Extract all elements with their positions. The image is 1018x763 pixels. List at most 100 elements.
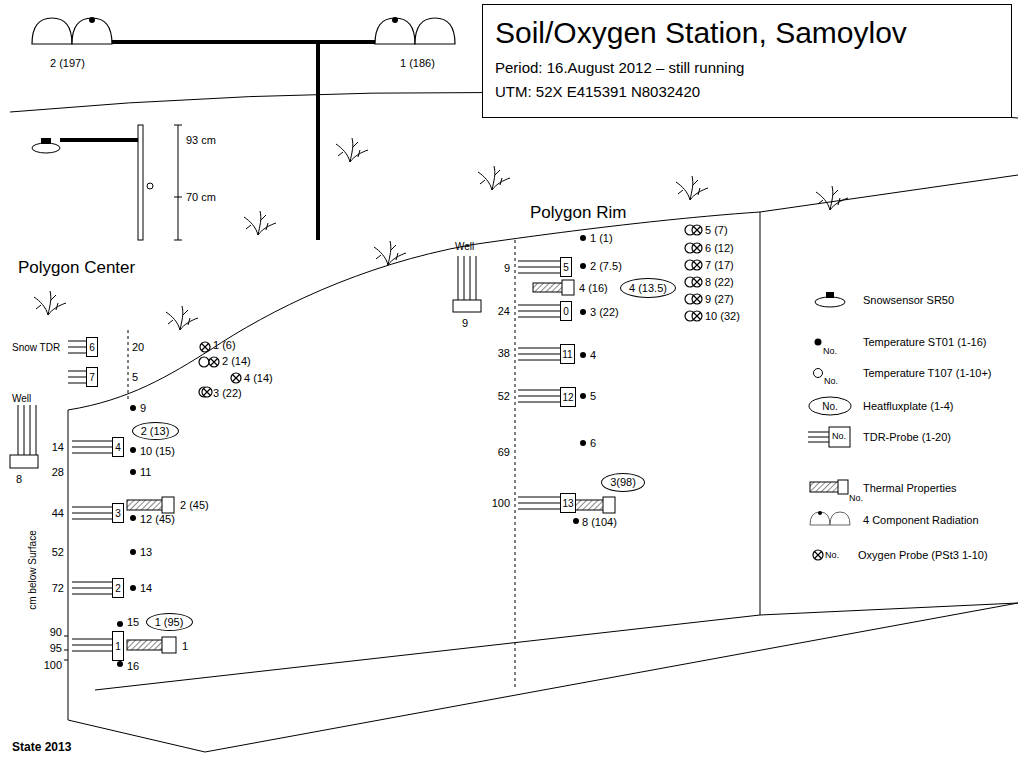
heatflux-plate: 1 (95) [146,613,193,631]
callout-number: 9 (27) [705,293,734,305]
well-label: Well [12,393,31,404]
legend-text: TDR-Probe (1-20) [863,431,951,443]
callout-number: 8 (22) [705,276,734,288]
callout-number: 90 [50,626,62,638]
probe-number: 13 [562,498,573,509]
callout-number: 4 (16) [579,282,608,294]
callout-number: 8 (104) [582,516,617,528]
legend-text: Snowsensor SR50 [863,294,954,306]
tdr-probe-box: 0 [560,301,572,321]
legend-text: 4 Component Radiation [863,514,979,526]
legend-text: Oxygen Probe (PSt3 1-10) [858,549,988,561]
callout-number: 14 [140,582,152,594]
callout-number: Well [455,241,474,252]
callout-number: 100 [44,659,62,671]
tdr-probe-box: 11 [560,344,575,364]
height-label: 70 cm [186,191,216,203]
tdr-probe-box: 12 [560,387,576,407]
callout-number: 10 (15) [140,445,175,457]
probe-number: 1 [115,641,121,652]
callout-number: 15 [127,616,139,628]
axis-label: cm below Surface [27,530,38,609]
plate-number: 3(98) [610,476,636,488]
callout-number: 7 (17) [705,259,734,271]
callout-number: 5 (7) [705,224,728,236]
callout-number: 3 (22) [213,387,242,399]
callout-number: 2 (14) [222,355,251,367]
radiation-number: 2 (197) [50,57,85,69]
probe-number: 0 [563,306,569,317]
heatflux-plate: 2 (13) [132,422,179,440]
callout-number: 4 [590,349,596,361]
tdr-probe-box: 1 [112,631,124,661]
info-text: UTM: 52X E415391 N8032420 [495,83,999,101]
tdr-probe-box: 13 [560,493,576,513]
legend-number-mark: No. [832,432,846,442]
callout-number: 100 [492,497,510,509]
title-box: Soil/Oxygen Station, SamoylovPeriod: 16.… [482,4,1012,118]
callout-number: 12 (45) [140,513,175,525]
plate-number: 2 (13) [141,425,170,437]
legend-number-mark: No. [825,551,839,561]
legend-number-mark: No. [822,401,838,412]
tdr-probe-box: 6 [86,337,98,357]
callout-number: 44 [52,507,64,519]
plate-number: 4 (13.5) [629,282,667,294]
callout-number: 52 [52,546,64,558]
legend-number-mark: No. [824,377,838,387]
heatflux-plate: 3(98) [601,473,645,492]
well-number: 8 [16,473,22,485]
callout-number: 24 [498,305,510,317]
legend-number-mark: No. [823,347,837,357]
radiation-number: 1 (186) [400,57,435,69]
tdr-probe-box: 7 [86,367,98,387]
probe-number: 3 [115,508,121,519]
tdr-probe-box: 4 [112,437,124,457]
legend-text: Heatfluxplate (1-4) [863,400,954,412]
probe-number: 5 [563,262,569,273]
callout-number: 1 [182,640,188,652]
callout-number: 72 [52,582,64,594]
legend-number-mark: No. [849,494,863,504]
callout-number: 6 [590,437,596,449]
callout-number: 1 (1) [590,232,613,244]
callout-number: 2 (7.5) [590,260,622,272]
callout-number: 1 (6) [213,339,236,351]
callout-number: 13 [140,546,152,558]
legend-text: Temperature T107 (1-10+) [863,367,992,379]
callout-number: 11 [140,466,151,478]
callout-number: 14 [52,441,64,453]
probe-number: 6 [89,342,95,353]
callout-number: 10 (32) [705,310,740,322]
callout-number: 4 (14) [244,372,273,384]
callout-number: 2 (45) [180,499,209,511]
title-text: Soil/Oxygen Station, Samoylov [495,15,999,51]
depth-label: 5 [132,371,138,383]
callout-number: 95 [50,642,62,654]
legend-text: Thermal Properties [863,482,957,494]
tdr-probe-box: 2 [112,578,124,598]
callout-number: 69 [498,446,510,458]
callout-number: 9 [140,402,146,414]
probe-number: 4 [115,442,121,453]
probe-number: 12 [562,392,573,403]
tdr-probe-box: 5 [560,257,572,277]
tdr-probe-box: 3 [112,503,124,523]
probe-number: 7 [89,372,95,383]
callout-number: 6 (12) [705,242,734,254]
probe-number: 11 [562,349,572,360]
callout-number: 9 [462,317,468,329]
callout-number: 9 [504,262,510,274]
depth-label: 20 [132,341,144,353]
callout-number: 5 [590,390,596,402]
callout-number: 38 [498,347,510,359]
callout-number: 52 [498,390,510,402]
legend-text: Temperature ST01 (1-16) [863,336,987,348]
callout-number: 28 [52,466,64,478]
heatflux-plate: 4 (13.5) [620,278,676,298]
area-title: Polygon Rim [530,204,626,223]
area-title: Polygon Center [18,259,135,278]
callout-number: State 2013 [12,741,71,754]
plate-number: 1 (95) [155,616,184,628]
info-text: Period: 16.August 2012 – still running [495,59,999,77]
